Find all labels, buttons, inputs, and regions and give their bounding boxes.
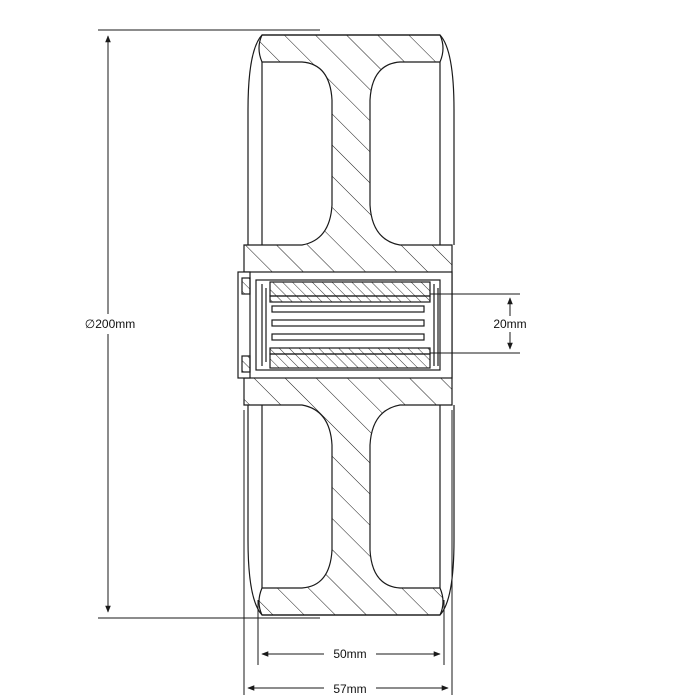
bearing-race-bottom-inner [269,347,431,355]
needle-roller [271,333,425,341]
tread-width-label: 50mm [333,647,366,661]
overall-width-label: 57mm [333,682,366,696]
bearing-race-top-inner [269,295,431,303]
needle-roller [271,319,425,327]
tyre-outline-bottom [247,405,263,616]
bearing-end-cap-ring [241,277,251,295]
bearing-race-bottom [269,353,431,369]
outer-diameter-label: ∅200mm [85,317,135,331]
bearing-end-cap [237,271,251,379]
tyre-outline-top [247,34,263,245]
tyre-outline-bottom-right [439,405,455,616]
bearing-end-cap-ring [241,355,251,373]
bore-diameter-label: 20mm [493,317,526,331]
tyre-outline-top-right [439,34,455,245]
needle-roller [271,305,425,313]
bearing-race-top [269,281,431,297]
